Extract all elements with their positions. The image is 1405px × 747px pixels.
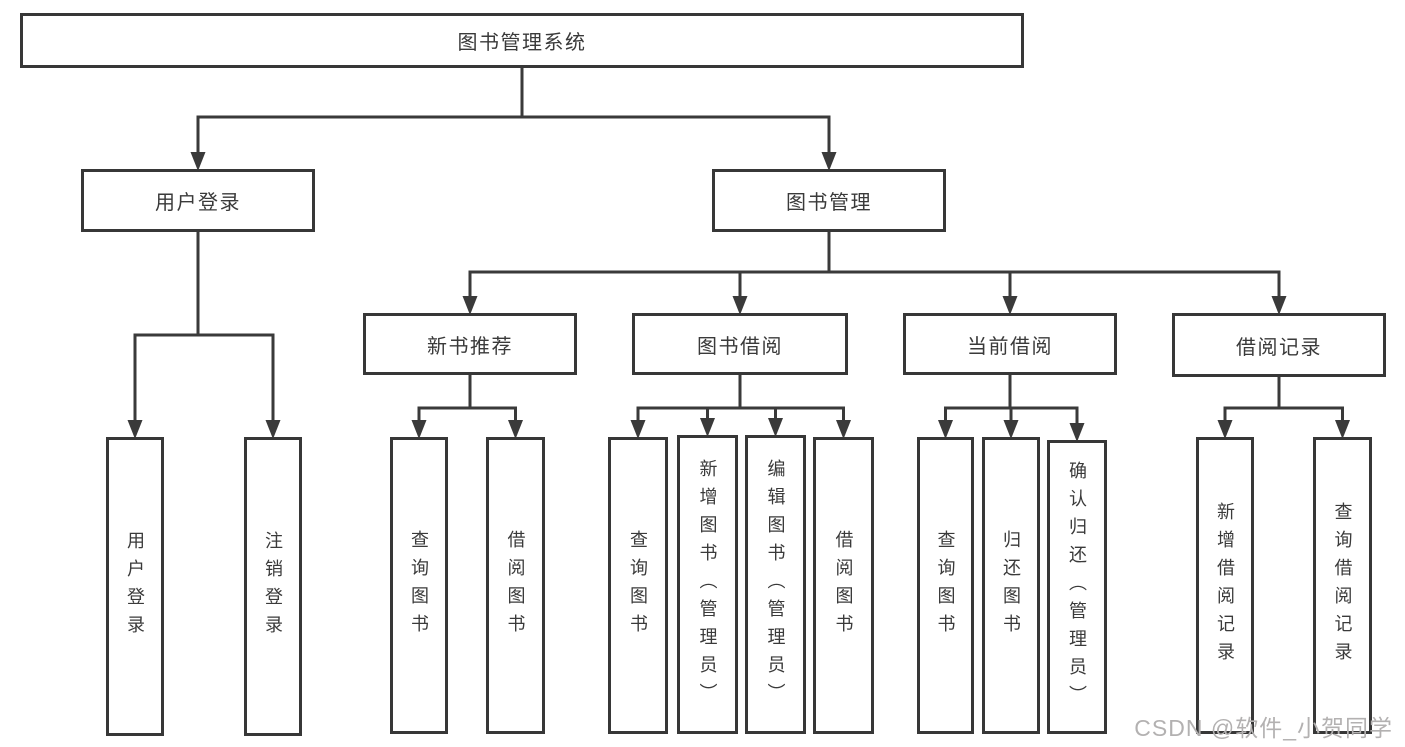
- node-logout: 注销登录: [244, 437, 302, 736]
- arrowhead-icon: [938, 420, 953, 439]
- node-label: 注销登录: [263, 530, 283, 643]
- node-root: 图书管理系统: [20, 13, 1024, 68]
- node-label: 图书管理: [786, 192, 872, 214]
- arrowhead-icon: [1002, 296, 1018, 315]
- node-br-add-record: 新增借阅记录: [1196, 437, 1254, 734]
- node-bb-query-book: 查询图书: [608, 437, 668, 734]
- node-borrow-record: 借阅记录: [1172, 313, 1386, 377]
- arrowhead-icon: [265, 420, 281, 439]
- node-label: 用户登录: [125, 530, 145, 643]
- arrowhead-icon: [462, 296, 478, 315]
- node-label: 查询图书: [935, 529, 956, 642]
- node-cb-return-book: 归还图书: [982, 437, 1040, 734]
- arrowhead-icon: [821, 152, 837, 171]
- node-label: 借阅图书: [833, 529, 854, 642]
- arrowhead-icon: [630, 420, 646, 439]
- arrowhead-icon: [1271, 296, 1287, 315]
- arrowhead-icon: [190, 152, 206, 171]
- node-rec-borrow-book: 借阅图书: [486, 437, 545, 734]
- node-cb-confirm-return: 确认归还（管理员）: [1047, 440, 1107, 734]
- node-book-mgmt: 图书管理: [712, 169, 946, 232]
- node-label: 用户登录: [155, 192, 241, 214]
- node-bb-edit-book: 编辑图书（管理员）: [745, 435, 806, 734]
- node-cb-query-book: 查询图书: [917, 437, 974, 734]
- node-login: 用户登录: [106, 437, 164, 736]
- node-user-login: 用户登录: [81, 169, 315, 232]
- node-label: 借阅图书: [505, 529, 526, 642]
- node-label: 当前借阅: [967, 335, 1053, 358]
- node-label: 编辑图书（管理员）: [765, 458, 786, 711]
- node-label: 新书推荐: [427, 335, 513, 358]
- node-br-query-record: 查询借阅记录: [1313, 437, 1372, 734]
- arrowhead-icon: [127, 420, 143, 439]
- arrowhead-icon: [732, 296, 748, 315]
- node-label: 新增借阅记录: [1215, 501, 1235, 670]
- node-bb-add-book: 新增图书（管理员）: [677, 435, 738, 734]
- node-current-borrow: 当前借阅: [903, 313, 1117, 375]
- arrowhead-icon: [768, 418, 783, 437]
- arrowhead-icon: [1003, 420, 1019, 439]
- node-rec-query-book: 查询图书: [390, 437, 448, 734]
- arrowhead-icon: [836, 420, 851, 439]
- node-label: 查询借阅记录: [1332, 501, 1353, 670]
- node-label: 图书借阅: [697, 335, 783, 358]
- arrowhead-icon: [411, 420, 427, 439]
- node-label: 借阅记录: [1236, 336, 1322, 359]
- node-label: 图书管理系统: [457, 32, 587, 54]
- node-label: 确认归还（管理员）: [1067, 461, 1087, 713]
- node-label: 归还图书: [1001, 529, 1021, 642]
- arrowhead-icon: [1217, 420, 1233, 439]
- arrowhead-icon: [508, 420, 523, 439]
- node-new-book-rec: 新书推荐: [363, 313, 577, 375]
- node-book-borrow: 图书借阅: [632, 313, 848, 375]
- arrowhead-icon: [1069, 423, 1085, 442]
- node-bb-borrow-book: 借阅图书: [813, 437, 874, 734]
- node-label: 查询图书: [409, 529, 429, 642]
- arrowhead-icon: [1335, 420, 1350, 439]
- arrowhead-icon: [700, 418, 715, 437]
- node-label: 新增图书（管理员）: [697, 458, 718, 711]
- node-label: 查询图书: [628, 529, 648, 642]
